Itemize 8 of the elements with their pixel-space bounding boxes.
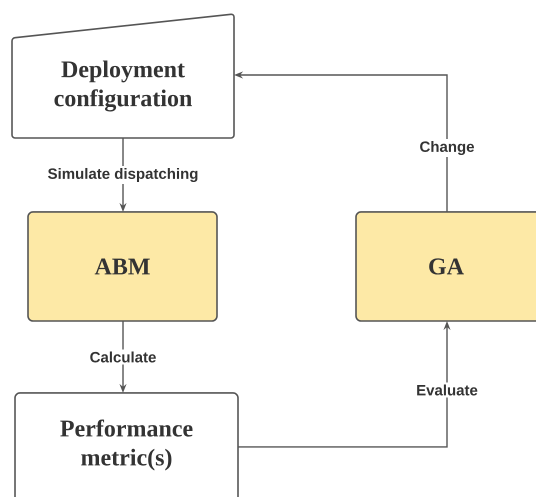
output-box: Performance metric(s) bbox=[14, 392, 239, 497]
edge-label: Calculate bbox=[88, 349, 158, 364]
edge-label: Change bbox=[418, 138, 476, 157]
edge-label: Simulate dispatching bbox=[46, 166, 200, 184]
edge-label: Evaluate bbox=[414, 382, 480, 398]
process-box: ABM bbox=[27, 211, 218, 322]
process-box: GA bbox=[355, 211, 536, 322]
input-box: Deployment configuration bbox=[11, 14, 235, 139]
